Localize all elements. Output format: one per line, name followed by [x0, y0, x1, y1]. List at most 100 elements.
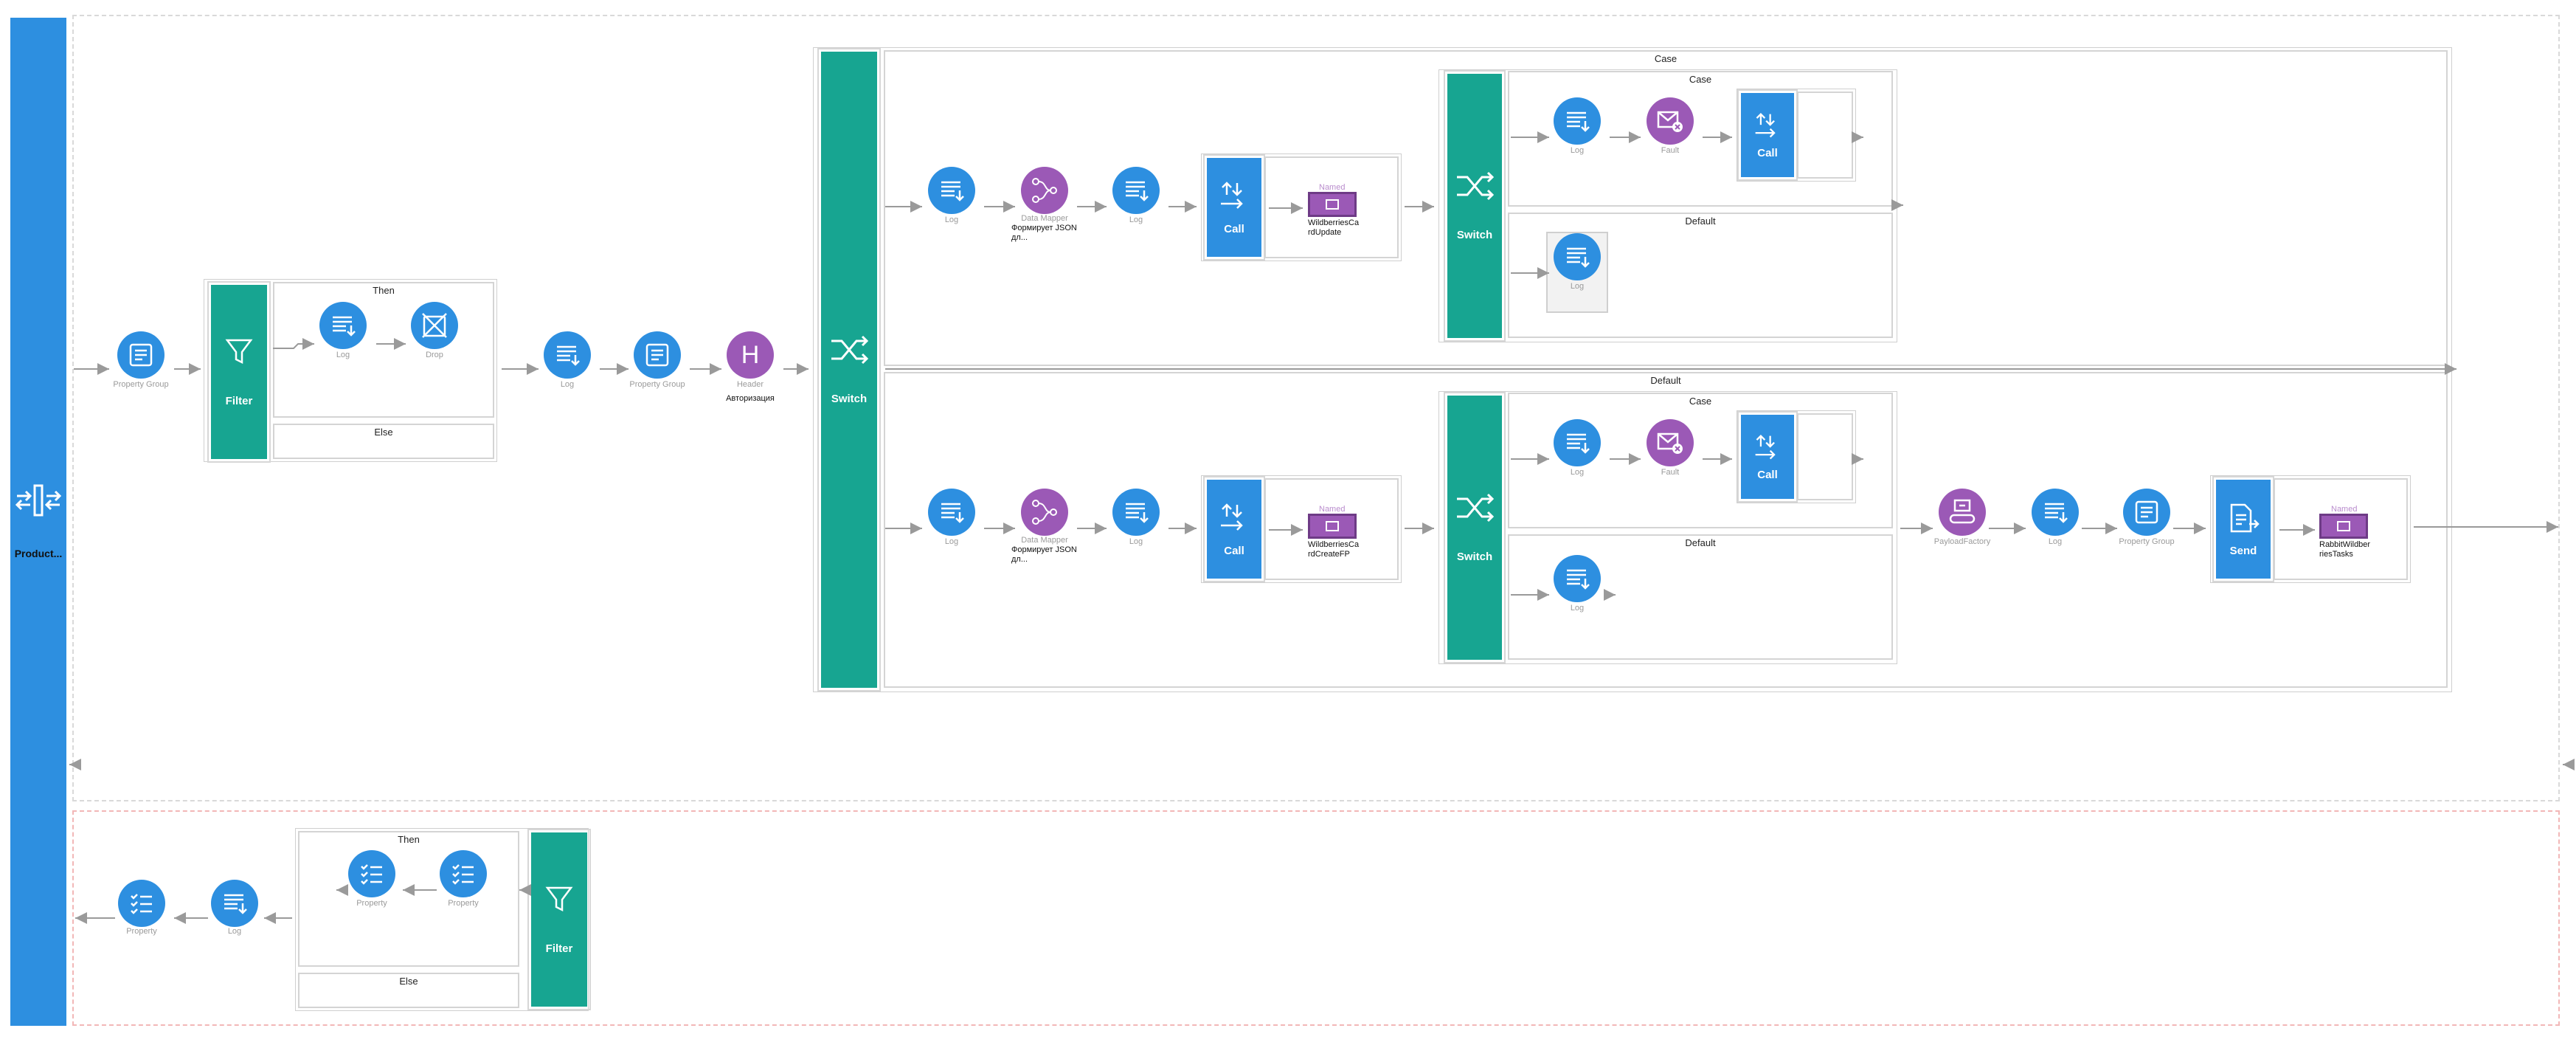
- log-icon: [941, 503, 964, 523]
- switch-main-mediator[interactable]: Switch: [817, 48, 881, 692]
- payload-factory-node[interactable]: [1939, 489, 1986, 536]
- case-switch-mediator[interactable]: Switch: [1444, 70, 1506, 342]
- send-named-caption: Named: [2331, 505, 2358, 514]
- case-switch-fault-node[interactable]: [1647, 97, 1694, 145]
- case-data-mapper-caption: Data Mapper: [1021, 214, 1068, 223]
- case-switch-log-label: Log: [1570, 146, 1585, 155]
- case-call-mediator[interactable]: Call: [1203, 154, 1265, 261]
- default-named-caption: Named: [1319, 505, 1346, 514]
- switch-icon: [831, 335, 868, 364]
- default-switch-log-label: Log: [1570, 468, 1585, 477]
- send-named-name: RabbitWildberriesTasks: [2319, 540, 2371, 559]
- property-group-node-1[interactable]: [117, 331, 165, 379]
- case-switch-default-log-node[interactable]: [1554, 233, 1601, 280]
- property-icon: [452, 864, 474, 885]
- call-icon: [1221, 503, 1243, 531]
- api-endpoint-label: Product...: [14, 548, 63, 559]
- drop-icon: [422, 313, 447, 338]
- default-switch-call-mediator[interactable]: Call: [1737, 411, 1798, 503]
- default-switch-fault-node[interactable]: [1647, 419, 1694, 466]
- filter-else-title: Else: [374, 427, 393, 438]
- default-named-endpoint[interactable]: [1308, 514, 1357, 539]
- default-switch-log-node[interactable]: [1554, 419, 1601, 466]
- case-switch-call-mediator[interactable]: Call: [1737, 89, 1798, 181]
- default-log-node-c[interactable]: [2032, 489, 2079, 536]
- bottom-log-label: Log: [227, 927, 242, 936]
- switch-main-default-title: Default: [1650, 375, 1681, 386]
- filter-icon: [545, 886, 573, 911]
- send-named-endpoint[interactable]: [2319, 514, 2368, 539]
- fault-icon: [1657, 111, 1683, 132]
- bottom-log-node[interactable]: [211, 880, 258, 927]
- default-switch-call-endpoint-box: [1797, 413, 1853, 500]
- log-icon: [1126, 181, 1149, 201]
- bottom-property-label-a: Property: [356, 899, 387, 908]
- filter-log-node[interactable]: [319, 302, 367, 349]
- switch-icon: [1457, 171, 1494, 200]
- property-group-icon: [645, 343, 669, 367]
- case-data-mapper-node[interactable]: [1021, 167, 1068, 214]
- header-icon: H: [741, 340, 760, 369]
- property-icon: [131, 894, 152, 914]
- default-log-label-a: Log: [944, 537, 959, 546]
- endpoint-icon: [1326, 521, 1339, 531]
- default-log-node-a[interactable]: [928, 489, 975, 536]
- header-caption: Header: [736, 380, 764, 389]
- default-call-mediator[interactable]: Call: [1203, 476, 1265, 582]
- default-log-node-b[interactable]: [1112, 489, 1160, 536]
- payload-factory-icon: [1949, 499, 1976, 524]
- case-switch-case-title: Case: [1689, 74, 1712, 85]
- case-log-node-a[interactable]: [928, 167, 975, 214]
- property-group-icon: [2135, 500, 2158, 524]
- switch-main-case-title: Case: [1654, 53, 1677, 64]
- filter-else-branch: Else: [273, 424, 494, 459]
- case-log-label-a: Log: [944, 215, 959, 224]
- case-switch-fault-label: Fault: [1661, 146, 1680, 155]
- fault-icon: [1657, 432, 1683, 454]
- case-switch-log-node[interactable]: [1554, 97, 1601, 145]
- case-switch-default-log-label: Log: [1570, 282, 1585, 291]
- filter-then-branch: Then: [273, 282, 494, 418]
- default-log-label-c: Log: [2048, 537, 2063, 546]
- bottom-property-node-a[interactable]: [348, 850, 395, 897]
- bottom-property-node[interactable]: [118, 880, 165, 927]
- log-icon: [557, 345, 580, 366]
- property-group-node-2[interactable]: [634, 331, 681, 379]
- case-named-endpoint[interactable]: [1308, 192, 1357, 217]
- case-switch-default-title: Default: [1685, 215, 1716, 227]
- default-switch-default-title: Default: [1685, 537, 1716, 548]
- log-icon: [1567, 433, 1590, 454]
- in-sequence-frame: [72, 15, 2560, 801]
- header-node[interactable]: H: [727, 331, 774, 379]
- drop-node[interactable]: [411, 302, 458, 349]
- default-switch-mediator[interactable]: Switch: [1444, 392, 1506, 663]
- api-endpoint[interactable]: Product...: [10, 18, 66, 1026]
- fault-sequence-frame: [72, 810, 2560, 1026]
- filter-mediator[interactable]: Filter: [207, 281, 271, 463]
- default-data-mapper-caption: Data Mapper: [1021, 536, 1068, 545]
- default-log-label-b: Log: [1129, 537, 1143, 546]
- send-mediator[interactable]: Send: [2212, 476, 2274, 582]
- api-icon: [15, 484, 62, 517]
- filter-log-label: Log: [336, 351, 350, 359]
- send-icon: [2230, 503, 2260, 532]
- bottom-filter-then-branch: Then: [298, 831, 519, 967]
- call-icon: [1221, 181, 1243, 209]
- case-data-mapper-name: Формирует JSON дл...: [1011, 224, 1077, 242]
- default-property-group-node[interactable]: [2123, 489, 2170, 536]
- default-switch-default-log-node[interactable]: [1554, 555, 1601, 602]
- property-group-icon: [129, 343, 153, 367]
- bottom-filter-mediator[interactable]: Filter: [527, 829, 591, 1010]
- log-node-1[interactable]: [544, 331, 591, 379]
- data-mapper-icon: [1032, 178, 1057, 203]
- default-switch-fault-label: Fault: [1661, 468, 1680, 477]
- log-icon: [2045, 503, 2068, 523]
- bottom-property-node-b[interactable]: [440, 850, 487, 897]
- bottom-filter-else-branch: Else: [298, 973, 519, 1008]
- property-group-label-1: Property Group: [113, 380, 169, 389]
- default-data-mapper-node[interactable]: [1021, 489, 1068, 536]
- log-icon: [1567, 247, 1590, 268]
- case-log-node-b[interactable]: [1112, 167, 1160, 214]
- header-name: Авторизация: [726, 394, 775, 403]
